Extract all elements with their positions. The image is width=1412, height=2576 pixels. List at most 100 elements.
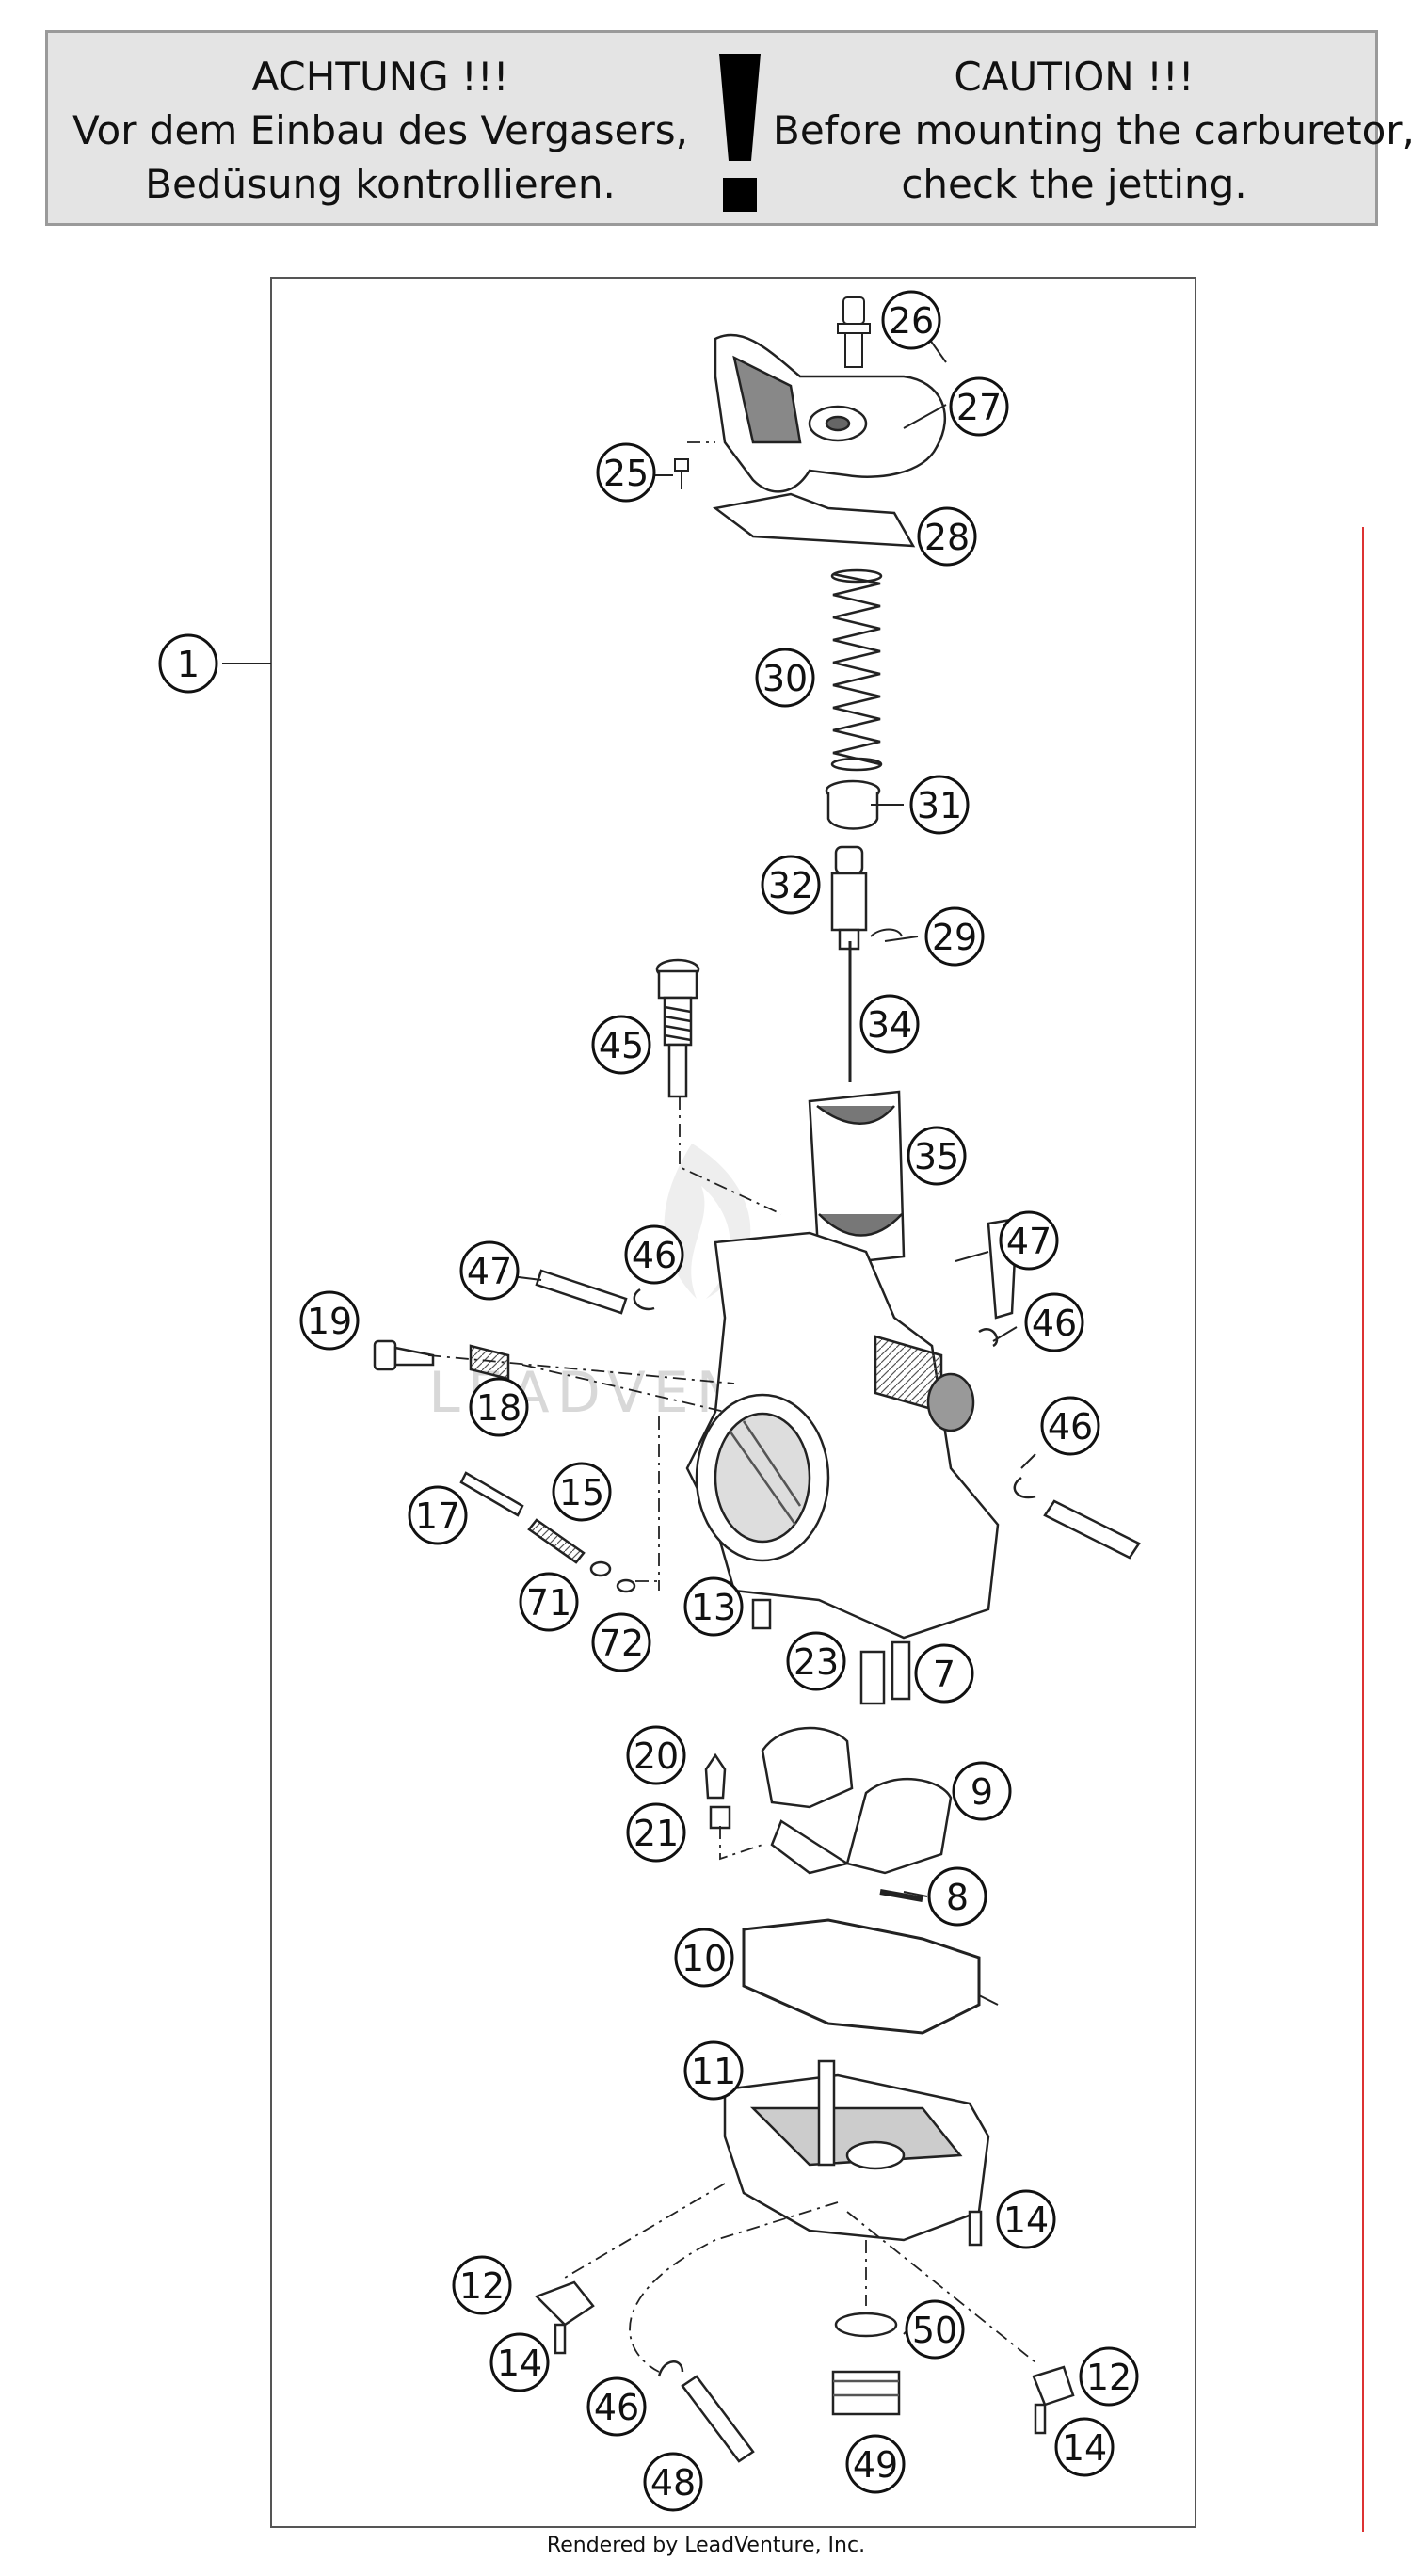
callout-29: 29 xyxy=(924,906,985,967)
drain-plug xyxy=(831,2312,901,2416)
svg-text:12: 12 xyxy=(459,2265,505,2307)
warning-de-line1: Vor dem Einbau des Vergasers, xyxy=(72,107,688,153)
callout-47b: 47 xyxy=(999,1210,1059,1271)
callout-12b: 12 xyxy=(1079,2346,1139,2407)
callout-8: 8 xyxy=(927,1866,987,1927)
svg-text:30: 30 xyxy=(762,658,808,699)
svg-text:10: 10 xyxy=(682,1938,727,1979)
svg-text:49: 49 xyxy=(853,2444,898,2486)
callout-17: 17 xyxy=(408,1485,468,1545)
callout-27: 27 xyxy=(949,376,1009,437)
vent-fitting xyxy=(837,296,871,368)
needle-clip xyxy=(870,928,903,937)
svg-text:19: 19 xyxy=(307,1301,352,1342)
callout-46d: 46 xyxy=(586,2376,647,2437)
svg-text:29: 29 xyxy=(932,917,977,958)
callout-14a: 14 xyxy=(996,2189,1056,2249)
svg-text:17: 17 xyxy=(415,1496,460,1537)
svg-text:32: 32 xyxy=(768,865,813,906)
jets xyxy=(751,1598,911,1705)
warning-de-title: ACHTUNG !!! xyxy=(251,54,509,100)
callout-34: 34 xyxy=(859,994,920,1054)
svg-text:46: 46 xyxy=(1048,1406,1093,1448)
callout-12a: 12 xyxy=(452,2255,512,2315)
svg-text:72: 72 xyxy=(599,1623,644,1664)
svg-text:46: 46 xyxy=(632,1235,677,1276)
svg-text:14: 14 xyxy=(1003,2200,1049,2241)
float-bowl-gasket xyxy=(742,1918,981,2035)
callout-31: 31 xyxy=(909,775,970,835)
svg-text:46: 46 xyxy=(1032,1303,1077,1344)
svg-text:1: 1 xyxy=(177,644,200,685)
callout-21: 21 xyxy=(626,1802,686,1863)
connection-lines xyxy=(427,441,1036,2373)
callouts: 1 26 27 25 28 30 31 32 29 34 45 35 47 46… xyxy=(158,290,1139,2512)
callout-13: 13 xyxy=(683,1576,744,1637)
svg-text:34: 34 xyxy=(867,1004,912,1046)
needle-retainer xyxy=(825,779,881,830)
svg-text:48: 48 xyxy=(650,2462,696,2504)
svg-text:46: 46 xyxy=(594,2387,639,2428)
callout-11: 11 xyxy=(683,2040,744,2101)
svg-text:26: 26 xyxy=(889,300,934,342)
mixture-screw-parts xyxy=(459,1471,636,1593)
callout-49: 49 xyxy=(845,2434,906,2494)
callout-46b: 46 xyxy=(1024,1292,1084,1352)
float-needle xyxy=(704,1752,731,1830)
callout-72: 72 xyxy=(591,1612,651,1672)
throttle-spring xyxy=(830,568,883,772)
float xyxy=(761,1726,953,1875)
svg-text:11: 11 xyxy=(691,2051,736,2092)
svg-text:7: 7 xyxy=(933,1654,955,1695)
throttle-slide xyxy=(808,1090,906,1268)
svg-text:14: 14 xyxy=(1062,2427,1107,2469)
warning-de-line2: Bedüsung kontrollieren. xyxy=(145,161,616,207)
callout-50: 50 xyxy=(905,2299,965,2360)
callout-1: 1 xyxy=(158,633,218,694)
callout-25: 25 xyxy=(596,442,656,503)
svg-text:27: 27 xyxy=(956,387,1002,428)
callout-35: 35 xyxy=(907,1126,967,1186)
footer-credit: Rendered by LeadVenture, Inc. xyxy=(546,2534,866,2557)
idle-adjust-screw xyxy=(655,958,700,1098)
svg-text:23: 23 xyxy=(794,1641,839,1683)
callout-10: 10 xyxy=(674,1928,734,1988)
svg-text:25: 25 xyxy=(603,453,649,494)
callout-46c: 46 xyxy=(1040,1396,1100,1456)
svg-text:47: 47 xyxy=(1006,1221,1051,1262)
callout-26: 26 xyxy=(881,290,941,350)
callout-71: 71 xyxy=(519,1572,579,1632)
callout-20: 20 xyxy=(626,1725,686,1785)
float-pin xyxy=(879,1889,923,1902)
callout-45: 45 xyxy=(591,1015,651,1075)
warning-german: ACHTUNG !!! Vor dem Einbau des Vergasers… xyxy=(56,50,705,211)
caution-banner: ACHTUNG !!! Vor dem Einbau des Vergasers… xyxy=(45,30,1412,226)
carburetor-body xyxy=(685,1231,1000,1640)
callout-30: 30 xyxy=(755,648,815,708)
bowl-brackets-screws xyxy=(534,2210,1075,2435)
assembly-frame xyxy=(270,277,1196,2528)
warning-english: CAUTION !!! Before mounting the carburet… xyxy=(773,50,1412,211)
svg-text:8: 8 xyxy=(946,1877,969,1918)
carburetor-top-cover xyxy=(714,333,947,493)
callout-46a: 46 xyxy=(624,1224,684,1285)
svg-text:12: 12 xyxy=(1086,2357,1131,2398)
svg-text:50: 50 xyxy=(912,2310,957,2351)
callout-19: 19 xyxy=(299,1290,360,1351)
svg-text:45: 45 xyxy=(599,1025,644,1066)
air-screw-assembly xyxy=(373,1339,510,1381)
svg-text:9: 9 xyxy=(971,1771,993,1813)
callout-47a: 47 xyxy=(459,1240,520,1301)
callout-32: 32 xyxy=(761,855,821,915)
hose-clamps xyxy=(633,1288,1036,2377)
svg-text:15: 15 xyxy=(559,1472,604,1513)
callout-9: 9 xyxy=(952,1761,1012,1821)
svg-text:35: 35 xyxy=(914,1136,959,1177)
cover-gasket xyxy=(712,492,916,548)
callout-28: 28 xyxy=(917,506,977,567)
exclamation-icon xyxy=(719,54,761,212)
callout-23: 23 xyxy=(786,1631,846,1691)
svg-text:31: 31 xyxy=(917,785,962,826)
warning-en-line1: Before mounting the carburetor, xyxy=(773,107,1412,153)
